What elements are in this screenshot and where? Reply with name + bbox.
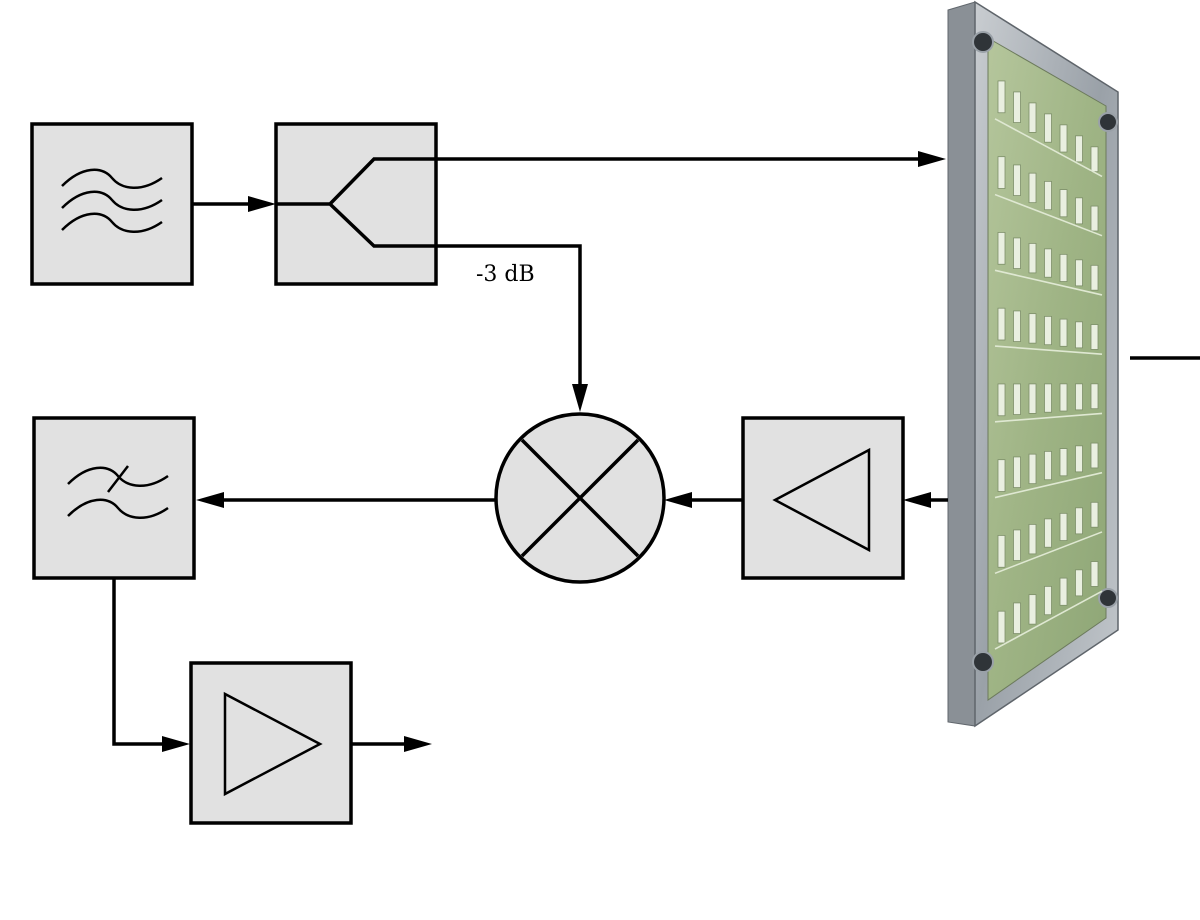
patch-element [1059, 124, 1068, 153]
patch-element [1028, 172, 1037, 204]
patch-element [1075, 445, 1083, 473]
patch-element [1090, 264, 1099, 291]
patch-element [1059, 512, 1068, 541]
patch-element [997, 80, 1006, 114]
patch-element [1044, 248, 1052, 278]
mixer [494, 412, 666, 584]
patch-element [1090, 561, 1099, 587]
lowpass-filter-block [32, 416, 196, 580]
output-amplifier-block [189, 661, 353, 825]
patch-element [1059, 189, 1068, 218]
three-wave-icon [61, 168, 163, 233]
patch-element [997, 535, 1006, 568]
patch-element [1075, 507, 1083, 535]
amplifier-right-icon [223, 691, 323, 797]
feed-line [994, 471, 1103, 499]
patch-antenna [947, 0, 1119, 728]
patch-element [1013, 237, 1021, 269]
patch-element [1028, 453, 1037, 485]
feed-line [994, 590, 1103, 650]
patch-element [1059, 253, 1068, 282]
patch-element [1059, 577, 1068, 606]
patch-element [1028, 383, 1037, 414]
patch-element [1044, 585, 1052, 616]
patch-element [1028, 102, 1037, 133]
patch-element [1075, 383, 1083, 411]
oscillator-block [30, 122, 194, 286]
patch-element [1075, 259, 1083, 287]
crossed-wave-icon [67, 465, 169, 519]
patch-array [994, 80, 1103, 650]
patch-element [1028, 523, 1037, 555]
patch-element [1044, 450, 1052, 481]
patch-element [1090, 324, 1099, 350]
patch-element [1059, 448, 1068, 477]
screw-icon [972, 31, 1118, 673]
patch-element [997, 307, 1006, 341]
patch-element [1044, 383, 1052, 413]
patch-element [1013, 456, 1021, 488]
feed-line [994, 118, 1103, 178]
patch-element [1090, 205, 1099, 232]
patch-element [1013, 164, 1021, 196]
rx-amplifier-block [741, 416, 905, 580]
attenuation-label: -3 dB [476, 262, 535, 287]
patch-element [1075, 569, 1083, 597]
patch-element [1090, 146, 1099, 173]
feed-line [994, 412, 1103, 423]
patch-element [1013, 91, 1021, 123]
power-divider-block [274, 122, 438, 286]
patch-element [1013, 529, 1021, 561]
patch-element [997, 459, 1006, 492]
patch-element [1059, 318, 1068, 347]
patch-element [1044, 518, 1052, 548]
feed-line [994, 345, 1103, 355]
patch-element [1090, 501, 1099, 528]
patch-element [1044, 180, 1052, 211]
patch-element [1075, 321, 1083, 349]
patch-element [997, 610, 1006, 644]
patch-element [1028, 242, 1037, 274]
mixer-x-icon [520, 438, 640, 558]
patch-element [997, 156, 1006, 189]
patch-element [1090, 442, 1099, 469]
patch-element [1028, 313, 1037, 344]
patch-element [1059, 383, 1068, 412]
patch-element [1075, 197, 1083, 225]
patch-element [997, 383, 1006, 417]
patch-element [1013, 602, 1021, 634]
amplifier-left-icon [772, 447, 871, 553]
patch-element [1044, 315, 1052, 346]
patch-element [1044, 113, 1052, 143]
patch-element [1075, 135, 1083, 163]
patch-element [1013, 310, 1021, 342]
feed-line [994, 269, 1103, 296]
patch-element [1028, 594, 1037, 625]
feed-line [994, 193, 1103, 237]
feed-line [994, 531, 1103, 575]
signal-lines [112, 151, 1200, 752]
patch-element [1090, 383, 1099, 410]
split-icon [276, 157, 436, 248]
patch-element [997, 232, 1006, 265]
patch-element [1013, 383, 1021, 415]
